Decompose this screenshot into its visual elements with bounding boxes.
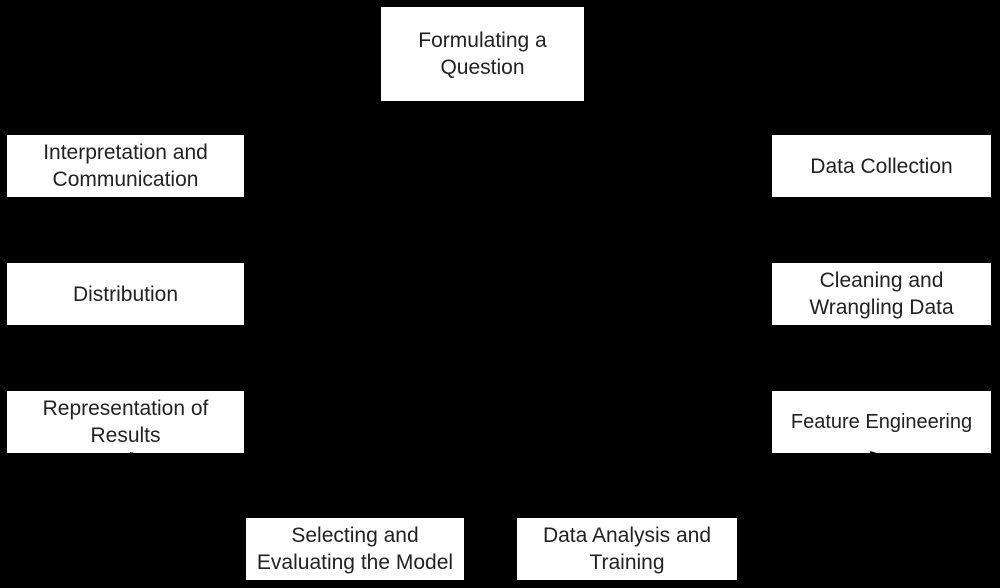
- node-label: Representation of Results: [42, 397, 209, 447]
- node-selecting-evaluating-model: Selecting and Evaluating the Model: [245, 517, 465, 581]
- node-formulating-question: Formulating a Question: [380, 6, 585, 102]
- node-label: Interpretation and Communication: [43, 141, 208, 191]
- node-label: Formulating a Question: [418, 29, 547, 79]
- node-label: Feature Engineering: [790, 410, 973, 433]
- node-label: Cleaning and Wrangling Data: [809, 269, 954, 319]
- node-label: Data Collection: [810, 154, 953, 178]
- node-feature-engineering: Feature Engineering: [771, 390, 992, 454]
- node-representation-results: Representation of Results: [6, 390, 245, 454]
- node-data-collection: Data Collection: [771, 134, 992, 198]
- node-label: Data Analysis and Training: [542, 524, 712, 574]
- node-cleaning-wrangling: Cleaning and Wrangling Data: [771, 262, 992, 326]
- node-label: Distribution: [72, 282, 179, 306]
- node-data-analysis-training: Data Analysis and Training: [516, 517, 738, 581]
- node-label: Selecting and Evaluating the Model: [256, 524, 454, 574]
- node-distribution: Distribution: [6, 262, 245, 326]
- node-interpretation-communication: Interpretation and Communication: [6, 134, 245, 198]
